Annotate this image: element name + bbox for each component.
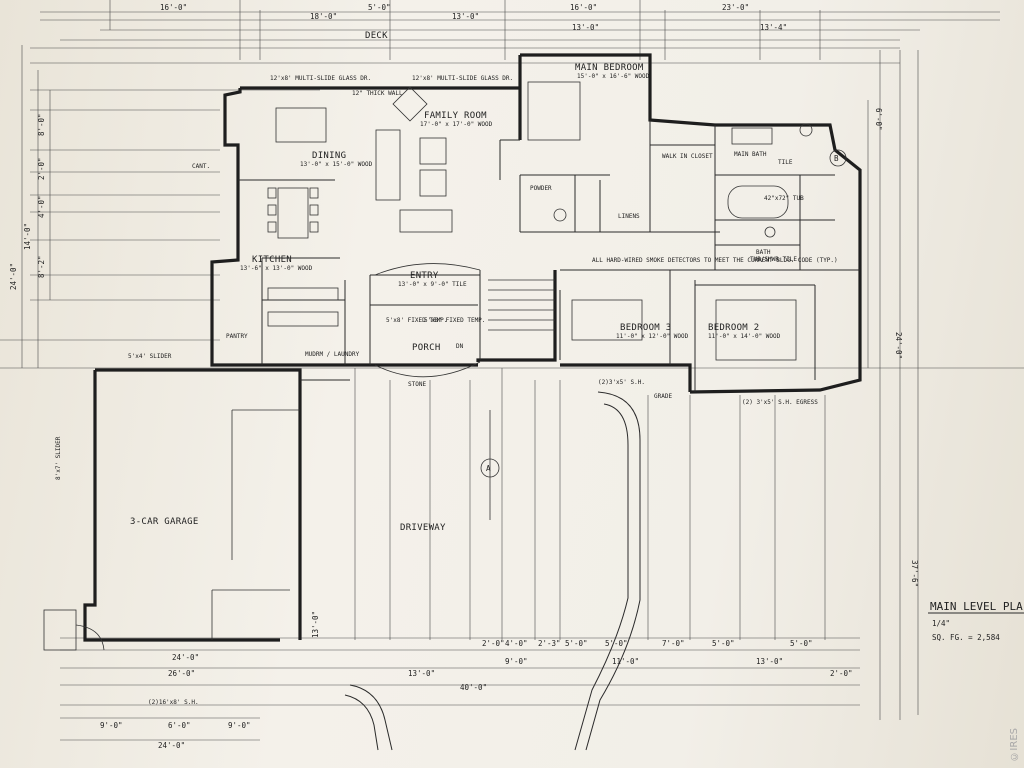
note-slider-garage: 8'x7' SLIDER [55, 436, 62, 480]
dim-right: 6'-0" [874, 108, 883, 131]
dim-bottom2: 13'-0" [756, 657, 783, 666]
dim-mid: 2'-0" [482, 639, 505, 648]
dimension-lines [0, 0, 1024, 741]
label-deck: DECK [365, 31, 388, 41]
fixtures [43, 81, 847, 651]
annotations: 12'x8' MULTI-SLIDE GLASS DR. 12'x8' MULT… [55, 75, 839, 706]
label-dining: DINING [312, 151, 346, 161]
note-slider-kitchen: 5'x4' SLIDER [128, 353, 172, 360]
note-fixed-1: 5'x8' FIXED TEMP. [386, 317, 447, 324]
dim-bottom2: 9'-0" [505, 657, 528, 666]
label-kitchen: KITCHEN [252, 255, 292, 265]
dim-left: 8'-2" [37, 255, 46, 278]
dim-top2: 13'-4" [760, 23, 787, 32]
label-main-bedroom-size: 15'-0" x 16'-6" WOOD [577, 73, 650, 80]
label-tub: 42"x72" TUB [764, 195, 804, 202]
note-garage-door: (2)16'x8' S.H. [148, 699, 199, 706]
label-entry-size: 13'-0" x 9'-0" TILE [398, 281, 467, 288]
label-kitchen-size: 13'-6" x 13'-0" WOOD [240, 265, 313, 272]
label-bedroom-3: BEDROOM 3 [620, 323, 671, 333]
dim-top: 23'-0" [722, 3, 749, 12]
note-cant: CANT. [192, 163, 210, 170]
drawing-sqft: SQ. FG. = 2,584 [932, 633, 1000, 642]
dim-bottom: 9'-0" [228, 721, 251, 730]
dim-top: 5'-0" [368, 3, 391, 12]
note-slider-left: 12'x8' MULTI-SLIDE GLASS DR. [270, 75, 371, 82]
dim-right: 24'-0" [894, 332, 903, 359]
dim-mid: 5'-0" [712, 639, 735, 648]
dim-garage-width: 24'-0" [172, 653, 199, 662]
driveway-lines [344, 368, 826, 751]
label-garage: 3-CAR GARAGE [130, 517, 199, 527]
note-slider-right: 12'x8' MULTI-SLIDE GLASS DR. [412, 75, 513, 82]
dim-bottom: 9'-0" [100, 721, 123, 730]
note-fixed-2: 5'x8' FIXED TEMP. [424, 317, 485, 324]
label-bedroom-2: BEDROOM 2 [708, 323, 759, 333]
dim-right: 37'-6" [910, 560, 919, 587]
note-down: DN [456, 343, 464, 350]
label-powder: POWDER [530, 185, 552, 192]
label-main-bedroom: MAIN BEDROOM [575, 63, 644, 73]
dim-bottom2: 26'-0" [168, 669, 195, 678]
interior-walls [238, 120, 860, 392]
drawing-title: MAIN LEVEL PLA [930, 600, 1023, 613]
label-family-room-size: 17'-0" x 17'-0" WOOD [420, 121, 493, 128]
note-stone: STONE [408, 381, 426, 388]
dim-top: 16'-0" [570, 3, 597, 12]
note-thick-wall: 12" THICK WALL [352, 90, 403, 97]
label-bedroom-3-size: 11'-0" x 12'-0" WOOD [616, 333, 689, 340]
dim-mid: 7'-0" [662, 639, 685, 648]
dim-mid: 5'-0" [605, 639, 628, 648]
note-grade: GRADE [654, 393, 672, 400]
dim-garage-depth: 13'-0" [311, 611, 320, 638]
dim-bottom2: 2'-0" [830, 669, 853, 678]
dim-bottom2: 40'-0" [460, 683, 487, 692]
label-pantry: PANTRY [226, 333, 248, 340]
dim-left: 4'-0" [37, 195, 46, 218]
note-egress: (2) 3'x5' S.H. EGRESS [742, 399, 818, 406]
dim-top2: 13'-0" [572, 23, 599, 32]
section-marker-b: B [834, 154, 839, 163]
dim-mid: 4'-0" [505, 639, 528, 648]
label-dining-size: 13'-0" x 15'-0" WOOD [300, 161, 373, 168]
title-block: MAIN LEVEL PLA 1/4" SQ. FG. = 2,584 [928, 600, 1024, 642]
note-single-hung: (2)3'x5' S.H. [598, 379, 645, 386]
dim-top2: 18'-0" [310, 12, 337, 21]
drawing-scale: 1/4" [932, 619, 950, 628]
dim-mid: 5'-0" [565, 639, 588, 648]
label-bath-finish: TUB/SHWR TILE [750, 256, 797, 263]
dim-top: 16'-0" [160, 3, 187, 12]
label-bath: BATH [756, 249, 771, 256]
dim-mid: 5'-0" [790, 639, 813, 648]
label-main-bath: MAIN BATH [734, 151, 767, 158]
note-smoke-detectors: ALL HARD-WIRED SMOKE DETECTORS TO MEET T… [592, 257, 838, 264]
dim-bottom2: 11'-0" [612, 657, 639, 666]
label-porch: PORCH [412, 343, 441, 353]
dim-bottom: 6'-0" [168, 721, 191, 730]
watermark-text: ©IRES [1009, 728, 1020, 762]
label-linens: LINENS [618, 213, 640, 220]
dim-left: 8'-0" [37, 113, 46, 136]
dim-left: 14'-0" [23, 223, 32, 250]
exterior-walls [83, 53, 862, 642]
room-labels: DECK MAIN BEDROOM 15'-0" x 16'-6" WOOD F… [130, 31, 804, 533]
dimension-labels: 16'-0" 5'-0" 16'-0" 23'-0" 18'-0" 13'-0"… [9, 3, 919, 750]
dim-bottom: 24'-0" [158, 741, 185, 750]
label-bedroom-2-size: 11'-0" x 14'-0" WOOD [708, 333, 781, 340]
dim-left: 24'-0" [9, 263, 18, 290]
label-family-room: FAMILY ROOM [424, 111, 487, 121]
label-entry: ENTRY [410, 271, 439, 281]
dim-mid: 2'-3" [538, 639, 561, 648]
label-driveway: DRIVEWAY [400, 523, 446, 533]
label-main-bath-tile: TILE [778, 159, 793, 166]
section-marker-a: A [486, 464, 491, 473]
dim-left: 2'-0" [37, 157, 46, 180]
dim-bottom2: 13'-0" [408, 669, 435, 678]
label-walk-in-closet: WALK IN CLOSET [662, 153, 713, 160]
label-mudroom: MUDRM / LAUNDRY [305, 351, 360, 358]
dim-top2: 13'-0" [452, 12, 479, 21]
